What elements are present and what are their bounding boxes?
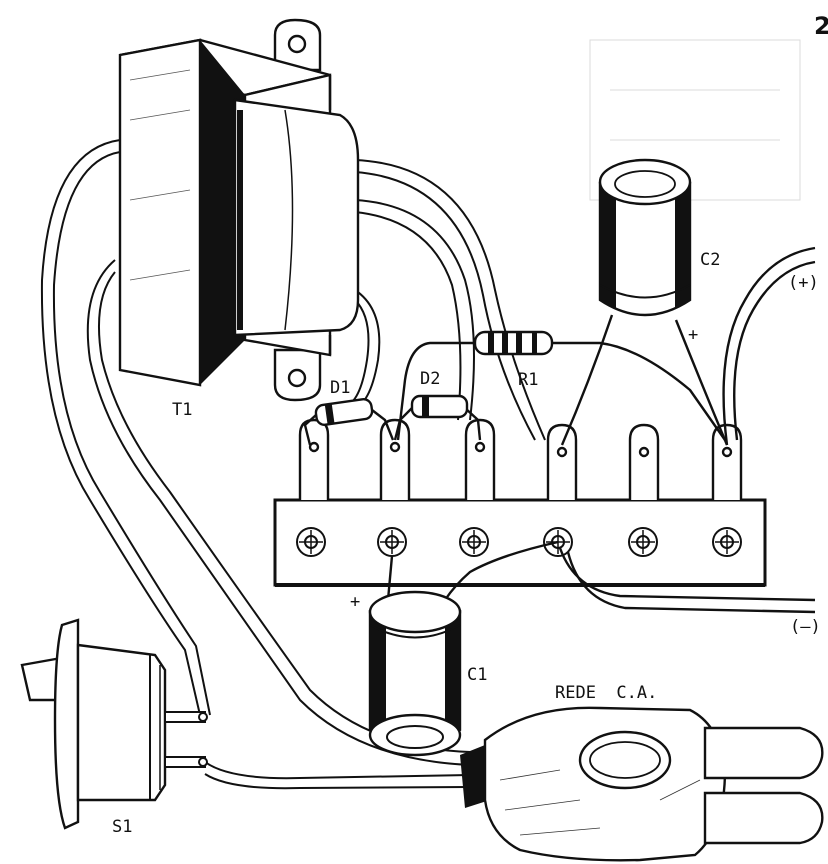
plug-strain-relief bbox=[460, 745, 490, 808]
resistor-r1 bbox=[473, 330, 554, 356]
transformer-winding bbox=[233, 98, 360, 337]
transformer-t1 bbox=[118, 18, 360, 402]
terminal-lug-1 bbox=[298, 418, 330, 500]
terminal-screws bbox=[296, 527, 742, 557]
screw-2 bbox=[377, 527, 407, 557]
transformer-mounting-tab-bottom bbox=[273, 348, 322, 402]
wire-c1-neg bbox=[444, 540, 559, 601]
wire-switch-plug-2 bbox=[204, 773, 471, 790]
mains-label: REDE C.A. bbox=[555, 683, 657, 703]
wire-secondary-b bbox=[354, 199, 475, 421]
screw-6 bbox=[712, 527, 742, 557]
terminal-lugs bbox=[298, 418, 743, 500]
terminal-strip-base bbox=[273, 498, 767, 587]
screw-5 bbox=[628, 527, 658, 557]
switch-s1 bbox=[20, 618, 208, 830]
page-number: 2 bbox=[814, 12, 828, 40]
print-through-background bbox=[589, 39, 801, 201]
wires bbox=[40, 139, 816, 790]
wire-d1-right bbox=[371, 409, 395, 441]
wire-primary-b2 bbox=[97, 271, 471, 753]
wire-d1-left bbox=[303, 414, 317, 446]
terminal-strip bbox=[273, 418, 767, 587]
diode-d2 bbox=[410, 394, 469, 419]
switch-bezel bbox=[53, 618, 80, 830]
wire-negative-output-2 bbox=[566, 551, 816, 614]
terminal-lug-4 bbox=[546, 423, 578, 500]
wire-r1-right bbox=[552, 341, 726, 441]
terminal-lug-3 bbox=[464, 418, 496, 500]
plug-prong-bottom bbox=[703, 791, 824, 845]
wire-primary-a2 bbox=[52, 151, 211, 716]
wire-center-tap bbox=[354, 289, 381, 406]
plug-prong-top bbox=[703, 726, 824, 780]
wire-r1-left bbox=[396, 341, 475, 441]
wire-c2-neg bbox=[560, 314, 614, 446]
positive-output-label: (+) bbox=[788, 273, 819, 293]
wire-c2-pos bbox=[674, 319, 729, 446]
capacitor-c2 bbox=[598, 158, 692, 317]
terminal-lug-5 bbox=[628, 423, 660, 500]
wire-primary-a bbox=[40, 139, 201, 716]
switch-body bbox=[76, 643, 167, 802]
resistor-label: R1 bbox=[518, 370, 538, 390]
wire-center-tap-2 bbox=[351, 299, 370, 403]
diode-d1 bbox=[314, 398, 374, 426]
switch-label: S1 bbox=[112, 817, 132, 837]
wire-secondary-b2 bbox=[354, 211, 462, 421]
terminal-lug-2 bbox=[379, 418, 411, 500]
capacitor-c2-label: C2 bbox=[700, 250, 720, 270]
diode-d2-label: D2 bbox=[420, 369, 440, 389]
wire-d2-right bbox=[464, 407, 482, 441]
screw-1 bbox=[296, 527, 326, 557]
wire-d2-left bbox=[393, 407, 413, 441]
terminal-lug-6 bbox=[711, 423, 743, 500]
wire-secondary-a2 bbox=[354, 171, 536, 441]
capacitor-c1 bbox=[368, 590, 462, 757]
transformer-mounting-tab-top bbox=[273, 18, 322, 72]
wire-positive-output bbox=[722, 246, 816, 446]
capacitor-c2-polarity: + bbox=[688, 325, 698, 345]
wire-negative-output bbox=[558, 547, 816, 602]
transformer-label: T1 bbox=[172, 400, 192, 420]
wire-secondary-a bbox=[354, 159, 546, 441]
capacitor-c1-label: C1 bbox=[467, 665, 487, 685]
capacitor-c1-polarity: + bbox=[350, 592, 360, 612]
wire-switch-plug bbox=[204, 761, 471, 780]
diode-d1-label: D1 bbox=[330, 378, 350, 398]
transformer-core-dark bbox=[200, 40, 245, 385]
wire-primary-b bbox=[86, 259, 471, 766]
wire-positive-output-2 bbox=[733, 260, 816, 441]
screw-3 bbox=[459, 527, 489, 557]
mains-plug bbox=[460, 706, 824, 862]
transformer-front-face bbox=[118, 38, 202, 387]
negative-output-label: (–) bbox=[790, 617, 821, 637]
wire-c1-pos bbox=[386, 555, 394, 601]
